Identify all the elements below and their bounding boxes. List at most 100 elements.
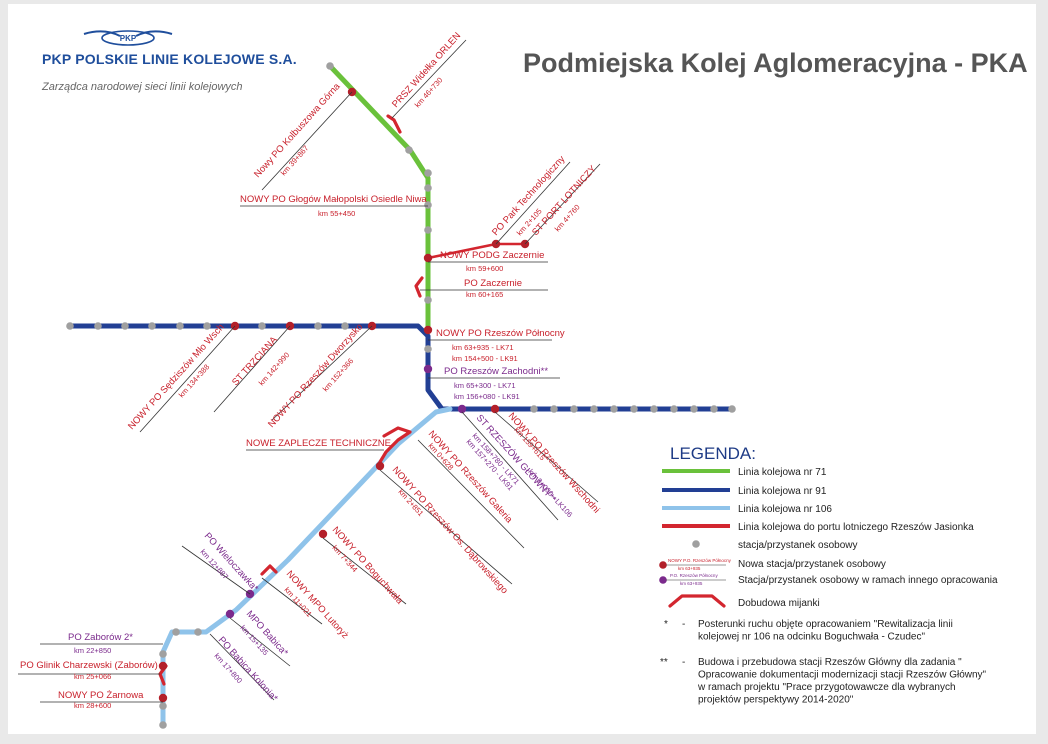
- station-km-polnocny: km 63+935 - LK71: [452, 343, 514, 352]
- leader-dworzysko: [271, 325, 373, 421]
- map-title: Podmiejska Kolej Aglomeracyjna - PKA: [523, 48, 1028, 78]
- leader-galeria: [417, 439, 525, 549]
- station-label-boguchwala: NOWY PO Boguchwała: [330, 525, 406, 607]
- legend-label-snew: Nowa stacja/przystanek osobowy: [738, 559, 886, 570]
- leader-boguchwala: [322, 537, 407, 605]
- station-dot: [670, 405, 678, 413]
- leader-babica: [229, 617, 291, 667]
- legend-label-l106: Linia kolejowa nr 106: [738, 504, 832, 515]
- station-label-sedziszow: NOWY PO Sędziszów Mło Wsch: [126, 322, 227, 432]
- station-label-zaborow: PO Zaborów 2*: [68, 632, 133, 643]
- legend-mini-new-km: km 63+935: [678, 566, 701, 571]
- leader-sedziszow: [139, 325, 236, 433]
- station-other-dot: [225, 609, 235, 619]
- station-dot: [159, 721, 167, 729]
- station-label-zaplecze: NOWE ZAPLECZE TECHNICZNE: [246, 438, 391, 449]
- station-dot: [590, 405, 598, 413]
- legend-note-line: Opracowanie dokumentacji modernizacji st…: [698, 670, 987, 681]
- station-new-dot: [423, 253, 433, 263]
- leader-glowny: [461, 411, 559, 521]
- station-km-podg: km 59+600: [466, 264, 503, 273]
- station-label-kolbuszowa: Nowy PO Kolbuszowa Górna: [252, 81, 343, 180]
- mijanka-zaczernie-icon: [414, 276, 424, 298]
- station-dot: [405, 146, 413, 154]
- legend-note-line: projektów perspektywy 2014-2020": [698, 695, 854, 706]
- station-dot: [94, 322, 102, 330]
- station-label-dworzysko: NOWY PO Rzeszów Dworzysko: [266, 322, 365, 430]
- legend-mijanka-icon: [668, 594, 726, 608]
- legend-mini-other: P.O. Rzeszów Północny: [670, 573, 718, 578]
- leader-wschodni: [494, 411, 599, 503]
- pkp-logo-icon: [101, 30, 155, 46]
- station-dot: [424, 169, 432, 177]
- line-91: [67, 323, 735, 412]
- legend-title: LEGENDA:: [670, 444, 756, 463]
- station-dot: [424, 226, 432, 234]
- station-km-glogow: km 55+450: [318, 209, 355, 218]
- company-subtitle: Zarządca narodowej sieci linii kolejowyc…: [42, 81, 243, 93]
- station-label-podg: NOWY PODG Zaczernie: [440, 250, 544, 261]
- leader-kolbuszowa: [261, 91, 353, 191]
- station-dot: [326, 62, 334, 70]
- leader-kolonia: [209, 633, 275, 701]
- station-km-glinik: km 25+066: [74, 672, 111, 681]
- company-name: PKP POLSKIE LINIE KOLEJOWE S.A.: [42, 51, 297, 67]
- legend-label-sgray: stacja/przystanek osobowy: [738, 540, 858, 551]
- station-dot: [314, 322, 322, 330]
- legend-note-dash: -: [682, 619, 685, 630]
- legend-note-line: kolejowej nr 106 na odcinku Boguchwała -…: [698, 632, 925, 643]
- legend-label-mijanka: Dobudowa mijanki: [738, 598, 820, 609]
- station-new-dot: [158, 693, 168, 703]
- station-new-dot: [318, 529, 328, 539]
- leader-dabrowskiego: [379, 469, 513, 585]
- station-new-dot: [375, 461, 385, 471]
- station-dot: [424, 345, 432, 353]
- station-other-dot: [457, 404, 467, 414]
- station-km2-polnocny: km 154+500 - LK91: [452, 354, 518, 363]
- legend-label-l71: Linia kolejowa nr 71: [738, 467, 827, 478]
- line-106: [160, 406, 453, 728]
- station-dot: [690, 405, 698, 413]
- station-dot: [194, 628, 202, 636]
- station-km2-zachodni: km 156+080 - LK91: [454, 392, 520, 401]
- station-label-polnocny: NOWY PO Rzeszów Północny: [436, 328, 565, 339]
- leader-trzciana: [213, 325, 291, 413]
- leader-wieloczawka: [181, 545, 251, 595]
- station-dot: [121, 322, 129, 330]
- station-new-dot: [490, 404, 500, 414]
- leader-park: [495, 161, 571, 245]
- legend-station-other-icon: [659, 576, 667, 584]
- station-dot: [728, 405, 736, 413]
- station-km-zachodni: km 65+300 - LK71: [454, 381, 516, 390]
- mijanka-lutoryz-icon: [260, 564, 278, 576]
- station-dot: [424, 201, 432, 209]
- station-label-glinik: PO Glinik Charzewski (Zaborów): [20, 660, 158, 671]
- station-dot: [710, 405, 718, 413]
- station-km-zaborow: km 22+850: [74, 646, 111, 655]
- legend-label-lair: Linia kolejowa do portu lotniczego Rzesz…: [738, 522, 974, 533]
- legend-note-dash: -: [682, 657, 685, 668]
- pkp-logo-wings-icon: [83, 30, 173, 37]
- legend-label-sother: Stacja/przystanek osobowy w ramach inneg…: [738, 575, 998, 586]
- mijanka-widelka-icon: [386, 114, 402, 134]
- legend-note-line: w ramach projektu "Prace przygotowawcze …: [697, 682, 956, 693]
- leader-lutoryz: [261, 577, 323, 625]
- leader-widelka: [391, 39, 467, 119]
- station-dot: [610, 405, 618, 413]
- station-label-trzciana: ST TRZCIANA: [230, 334, 280, 388]
- legend-note-mark: *: [664, 619, 668, 630]
- station-new-dot: [158, 661, 168, 671]
- legend-mini-other-km: km 63+935: [680, 581, 703, 586]
- mijanka-zaplecze-icon: [378, 426, 412, 464]
- station-dot: [203, 322, 211, 330]
- legend-label-l91: Linia kolejowa nr 91: [738, 486, 827, 497]
- station-dot: [66, 322, 74, 330]
- station-dot: [172, 628, 180, 636]
- station-label-lutoryz: NOWY MPO Lutoryż: [284, 569, 351, 642]
- station-label-glogow: NOWY PO Głogów Małopolski Osiedle Niwa: [240, 194, 427, 205]
- station-dot: [630, 405, 638, 413]
- station-other-dot: [423, 364, 433, 374]
- station-dot: [258, 322, 266, 330]
